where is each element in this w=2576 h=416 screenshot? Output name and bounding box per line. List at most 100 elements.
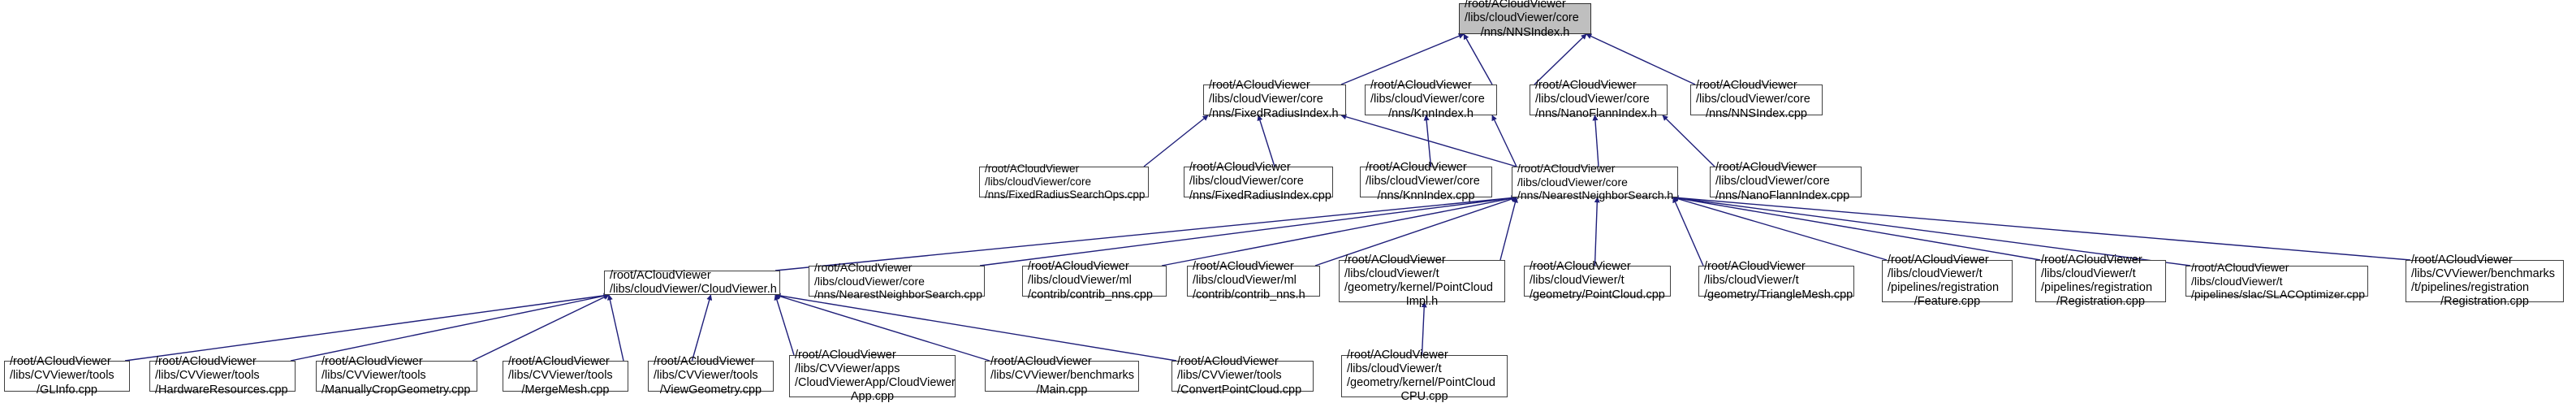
node-label-line: /root/ACloudViewer xyxy=(1028,260,1129,274)
node-label-line: /libs/CVViewer/tools xyxy=(321,369,426,383)
node-label-line: /nns/KnnIndex.cpp xyxy=(1377,188,1475,202)
node-label-line: /geometry/PointCloud.cpp xyxy=(1530,288,1665,301)
node-label-line: /root/ACloudViewer xyxy=(1535,79,1637,93)
graph-edge xyxy=(1499,197,1518,261)
node-label-line: /Feature.cpp xyxy=(1914,295,1981,309)
graph-node-registration_cpp[interactable]: /root/ACloudViewer/libs/cloudViewer/t/pi… xyxy=(2035,254,2166,308)
graph-node-benchmarks_registration_cpp[interactable]: /root/ACloudViewer/libs/CVViewer/benchma… xyxy=(2406,254,2564,308)
graph-node-manuallycropgeometry_cpp[interactable]: /root/ACloudViewer/libs/CVViewer/tools/M… xyxy=(316,355,477,396)
graph-node-viewgeometry_cpp[interactable]: /root/ACloudViewer/libs/CVViewer/tools/V… xyxy=(648,355,774,396)
node-label-line: /geometry/TriangleMesh.cpp xyxy=(1704,288,1853,301)
graph-node-pointcloud_cpp[interactable]: /root/ACloudViewer/libs/cloudViewer/t/ge… xyxy=(1524,260,1671,301)
graph-edge xyxy=(1340,33,1465,85)
graph-node-pointcloudcpu_cpp[interactable]: /root/ACloudViewer/libs/cloudViewer/t/ge… xyxy=(1341,349,1508,403)
node-label-line: /ManuallyCropGeometry.cpp xyxy=(321,383,471,396)
node-label-line: /libs/cloudViewer/core xyxy=(1366,175,1480,188)
node-label-line: /libs/cloudViewer/t xyxy=(2191,274,2283,288)
node-label-line: /pipelines/registration xyxy=(1888,281,2000,294)
graph-node-knnindex_cpp[interactable]: /root/ACloudViewer/libs/cloudViewer/core… xyxy=(1360,161,1492,202)
graph-edge xyxy=(1592,115,1599,167)
graph-node-nearestneighborsearch_cpp[interactable]: /root/ACloudViewer/libs/cloudViewer/core… xyxy=(809,261,985,301)
node-label-line: /nns/NNSIndex.cpp xyxy=(1706,106,1807,120)
graph-node-fixedradiusindex_cpp[interactable]: /root/ACloudViewer/libs/cloudViewer/core… xyxy=(1184,161,1333,202)
node-label-line: /root/ACloudViewer xyxy=(985,162,1080,176)
node-label-line: /root/ACloudViewer xyxy=(155,355,257,369)
graph-node-pointcloudimpl_h[interactable]: /root/ACloudViewer/libs/cloudViewer/t/ge… xyxy=(1339,254,1505,308)
graph-node-cloudviewerapp_cpp[interactable]: /root/ACloudViewer/libs/CVViewer/apps/Cl… xyxy=(789,349,956,403)
node-label-line: /nns/NanoFlannIndex.cpp xyxy=(1715,188,1850,202)
graph-node-fixedradiussearchops_cpp[interactable]: /root/ACloudViewer/libs/cloudViewer/core… xyxy=(979,162,1149,201)
graph-edge xyxy=(1672,196,1888,261)
node-label-line: /libs/cloudViewer/t xyxy=(1344,266,1439,280)
node-label-line: /libs/CVViewer/tools xyxy=(654,369,758,383)
graph-node-nearestneighborsearch_h[interactable]: /root/ACloudViewer/libs/cloudViewer/core… xyxy=(1512,162,1678,202)
graph-edge xyxy=(472,294,610,362)
node-label-line: /ConvertPointCloud.cpp xyxy=(1177,383,1302,396)
node-label-line: /root/ACloudViewer xyxy=(1347,348,1448,362)
node-label-line: /root/ACloudViewer xyxy=(1370,79,1472,93)
node-label-line: /root/ACloudViewer xyxy=(1465,0,1566,11)
graph-node-nnsindex_cpp[interactable]: /root/ACloudViewer/libs/cloudViewer/core… xyxy=(1690,79,1823,120)
graph-node-nanoflannindex_h[interactable]: /root/ACloudViewer/libs/cloudViewer/core… xyxy=(1530,79,1668,120)
graph-node-fixedradiusindex_h[interactable]: /root/ACloudViewer/libs/cloudViewer/core… xyxy=(1203,79,1346,120)
node-label-line: /root/ACloudViewer xyxy=(1366,161,1467,175)
node-label-line: /root/ACloudViewer xyxy=(10,355,111,369)
graph-node-knnindex_h[interactable]: /root/ACloudViewer/libs/cloudViewer/core… xyxy=(1365,79,1497,120)
node-label-line: /root/ACloudViewer xyxy=(508,355,610,369)
node-label-line: /libs/cloudViewer/core xyxy=(1715,175,1830,188)
node-label-line: /root/ACloudViewer xyxy=(990,355,1092,369)
node-label-line: /libs/cloudViewer/core xyxy=(1696,93,1810,106)
node-label-line: /libs/CVViewer/tools xyxy=(508,369,613,383)
graph-edge xyxy=(606,294,624,362)
graph-edge xyxy=(1423,115,1432,167)
node-label-line: /libs/cloudViewer/t xyxy=(1347,362,1442,375)
graph-node-nanoflannindex_cpp[interactable]: /root/ACloudViewer/libs/cloudViewer/core… xyxy=(1710,161,1862,202)
node-label-line: /libs/CVViewer/benchmarks xyxy=(990,369,1135,383)
graph-node-contrib_nns_cpp[interactable]: /root/ACloudViewer/libs/cloudViewer/ml/c… xyxy=(1022,260,1167,301)
graph-node-hardwareresources_cpp[interactable]: /root/ACloudViewer/libs/CVViewer/tools/H… xyxy=(149,355,296,396)
graph-edge xyxy=(1340,114,1517,167)
node-label-line: /ViewGeometry.cpp xyxy=(659,383,762,396)
graph-node-contrib_nns_h[interactable]: /root/ACloudViewer/libs/cloudViewer/ml/c… xyxy=(1187,260,1320,301)
node-label-line: /libs/cloudViewer/core xyxy=(814,274,925,288)
node-label-line: /root/ACloudViewer xyxy=(1517,162,1616,176)
node-label-line: /pipelines/registration xyxy=(2041,281,2153,294)
graph-node-trianglemesh_cpp[interactable]: /root/ACloudViewer/libs/cloudViewer/t/ge… xyxy=(1698,260,1854,301)
node-label-line: /root/ACloudViewer xyxy=(321,355,423,369)
node-label-line: /contrib/contrib_nns.h xyxy=(1193,288,1305,301)
node-label-line: /root/ACloudViewer xyxy=(1189,161,1291,175)
node-label-line: /libs/CVViewer/apps xyxy=(795,362,900,375)
graph-node-mergemesh_cpp[interactable]: /root/ACloudViewer/libs/CVViewer/tools/M… xyxy=(503,355,628,396)
graph-edge xyxy=(1662,115,1715,167)
node-label-line: /libs/cloudViewer/core xyxy=(1465,11,1579,25)
graph-node-cloudviewer_h[interactable]: /root/ACloudViewer/libs/cloudViewer/Clou… xyxy=(604,268,780,296)
node-label-line: /root/ACloudViewer xyxy=(1209,79,1310,93)
node-label-line: /root/ACloudViewer xyxy=(1530,260,1631,274)
node-label-line: /libs/cloudViewer/t xyxy=(1888,266,1983,280)
graph-node-nnsindex_h[interactable]: /root/ACloudViewer/libs/cloudViewer/core… xyxy=(1459,0,1591,39)
graph-edge xyxy=(1586,33,1696,85)
graph-node-benchmarks_main_cpp[interactable]: /root/ACloudViewer/libs/CVViewer/benchma… xyxy=(985,355,1139,396)
node-label-line: /libs/cloudViewer/core xyxy=(985,176,1092,188)
node-label-line: /root/ACloudViewer xyxy=(2191,261,2289,275)
node-label-line: /libs/CVViewer/tools xyxy=(155,369,260,383)
graph-node-glinfo_cpp[interactable]: /root/ACloudViewer/libs/CVViewer/tools/G… xyxy=(4,355,130,396)
node-label-line: /nns/NanoFlannIndex.h xyxy=(1535,106,1657,120)
graph-node-feature_cpp[interactable]: /root/ACloudViewer/libs/cloudViewer/t/pi… xyxy=(1882,254,2013,308)
node-label-line: /libs/cloudViewer/CloudViewer.h xyxy=(610,283,777,296)
node-label-line: /root/ACloudViewer xyxy=(610,268,711,282)
graph-edge xyxy=(1594,197,1600,266)
graph-edge xyxy=(1534,33,1587,85)
node-label-line: /pipelines/slac/SLACOptimizer.cpp xyxy=(2191,288,2365,301)
graph-node-slacoptimizer_cpp[interactable]: /root/ACloudViewer/libs/cloudViewer/t/pi… xyxy=(2186,261,2368,301)
graph-node-convertpointcloud_cpp[interactable]: /root/ACloudViewer/libs/CVViewer/tools/C… xyxy=(1171,355,1314,396)
node-label-line: /libs/cloudViewer/core xyxy=(1535,93,1650,106)
graph-edge xyxy=(691,294,713,362)
node-label-line: /Registration.cpp xyxy=(2440,295,2529,309)
node-label-line: /nns/FixedRadiusIndex.cpp xyxy=(1189,188,1331,202)
node-label-line: /root/ACloudViewer xyxy=(814,261,913,275)
node-label-line: /libs/cloudViewer/core xyxy=(1370,93,1485,106)
graph-edge xyxy=(1672,195,2411,261)
graph-edge xyxy=(1421,301,1427,356)
